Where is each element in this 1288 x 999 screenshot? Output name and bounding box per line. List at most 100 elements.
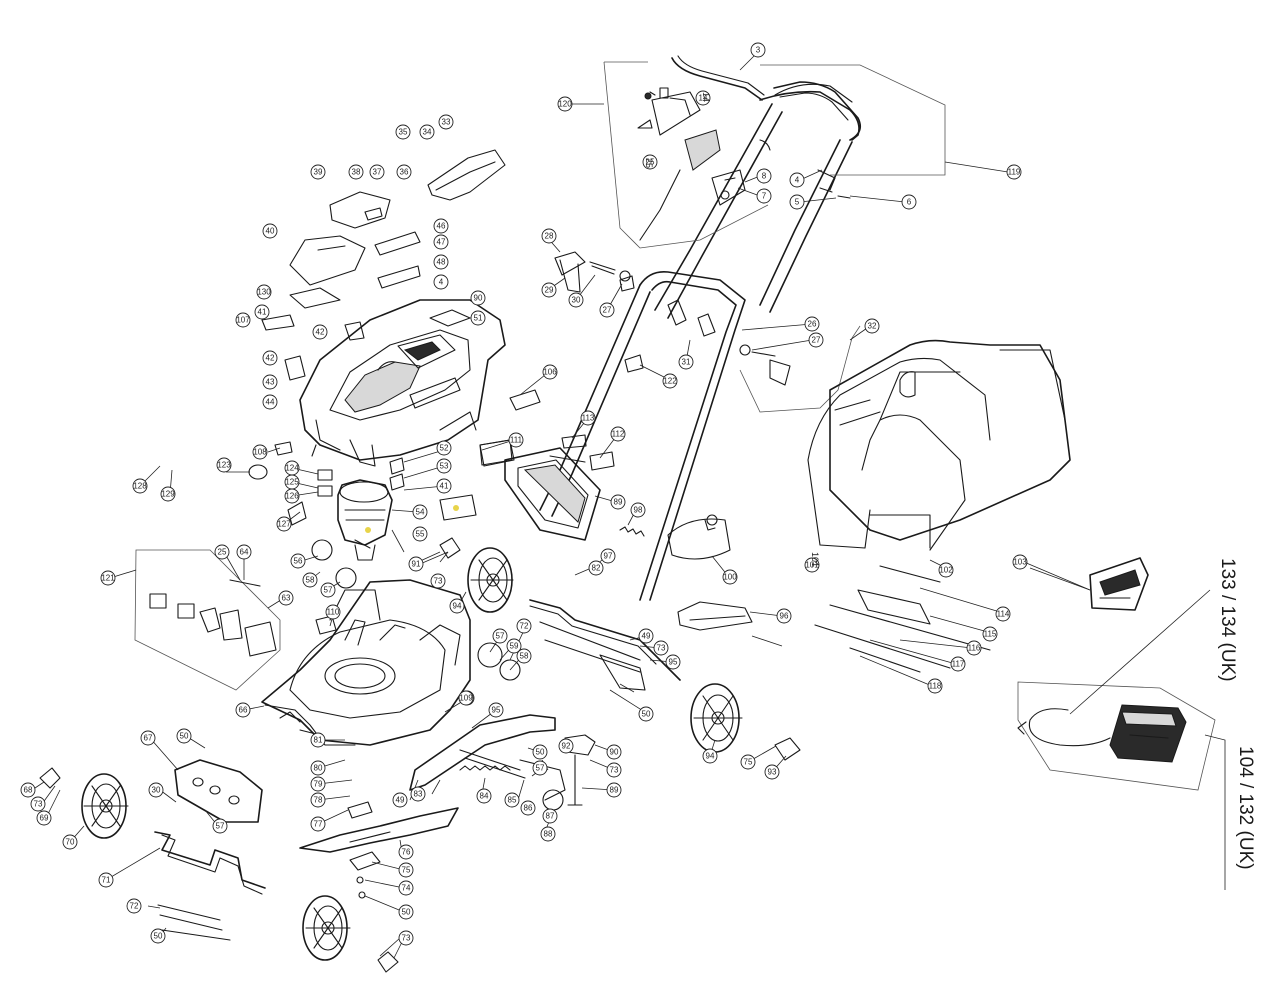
part-callout-42: 42	[262, 350, 278, 366]
wheel-rear-left	[467, 547, 514, 613]
charger-part-label: 133 / 134 (UK)	[1217, 558, 1238, 682]
part-callout-89: 89	[606, 782, 622, 798]
part-number-text: 42	[316, 328, 325, 337]
part-number-text: 8	[762, 172, 767, 181]
part-callout-33: 33	[438, 114, 454, 130]
part-callout-91: 91	[408, 556, 424, 572]
part-callout-115: 115	[982, 626, 998, 642]
part-callout-57: 57	[320, 582, 336, 598]
part-number-text: 89	[614, 498, 623, 507]
part-callout-64: 64	[236, 544, 252, 560]
part-number-text: 125	[285, 478, 299, 487]
height-lever	[409, 714, 596, 811]
part-callout-35: 35	[395, 124, 411, 140]
part-number-text: 123	[217, 461, 231, 470]
part-callout-122: 122	[662, 373, 678, 389]
part-number-text: 84	[480, 792, 489, 801]
part-callout-27: 27	[599, 302, 615, 318]
part-number-text: 88	[544, 830, 553, 839]
part-number-text: 32	[868, 322, 877, 331]
part-number-text: 126	[285, 492, 299, 501]
part-callout-86: 86	[520, 800, 536, 816]
part-callout-116: 116	[966, 640, 982, 656]
part-callout-89: 89	[610, 494, 626, 510]
part-callout-123: 123	[216, 457, 232, 473]
part-number-text: 59	[510, 642, 519, 651]
small-cover-parts	[261, 231, 541, 411]
part-callout-93: 93	[764, 764, 780, 780]
part-callout-4: 4	[789, 172, 805, 188]
part-number-text: 47	[437, 238, 446, 247]
part-number-text: 91	[412, 560, 421, 569]
part-callout-126: 126	[284, 488, 300, 504]
part-number-text: 94	[706, 752, 715, 761]
charger	[1017, 704, 1187, 763]
part-number-text: 51	[474, 314, 483, 323]
part-callout-49: 49	[392, 792, 408, 808]
part-number-text: 93	[768, 768, 777, 777]
part-number-text: 73	[434, 577, 443, 586]
part-number-text: 115	[984, 630, 997, 639]
part-callout-57: 57	[532, 760, 548, 776]
part-callout-67: 67	[140, 730, 156, 746]
part-callout-38: 38	[348, 164, 364, 180]
part-number-text: 27	[603, 306, 612, 315]
part-callout-4: 4	[433, 274, 449, 290]
part-callout-108: 108	[252, 444, 268, 460]
part-callout-30: 30	[148, 782, 164, 798]
part-callout-112: 112	[610, 426, 626, 442]
part-number-text: 58	[520, 652, 529, 661]
part-callout-36: 36	[396, 164, 412, 180]
part-callout-50: 50	[150, 928, 166, 944]
part-number-text: 50	[154, 932, 163, 941]
part-callout-73: 73	[30, 796, 46, 812]
part-number-text: 75	[744, 758, 753, 767]
part-callout-117: 117	[950, 656, 966, 672]
part-number-text: 52	[440, 444, 449, 453]
part-number-text: 128	[133, 482, 147, 491]
part-callout-69: 69	[36, 810, 52, 826]
part-number-text: 114	[997, 610, 1010, 619]
part-callout-95: 95	[488, 702, 504, 718]
rear-axle	[529, 599, 681, 691]
part-number-text: 77	[314, 820, 323, 829]
part-callout-63: 63	[278, 590, 294, 606]
bag-number-label: 101	[810, 552, 820, 567]
part-number-text: 72	[520, 622, 529, 631]
part-callout-50: 50	[176, 728, 192, 744]
part-number-text: 70	[66, 838, 75, 847]
part-callout-77: 77	[310, 816, 326, 832]
part-callout-100: 100	[722, 569, 738, 585]
part-callout-44: 44	[262, 394, 278, 410]
part-number-text: 34	[423, 128, 432, 137]
part-callout-42: 42	[312, 324, 328, 340]
part-number-text: 121	[101, 574, 115, 583]
part-number-text: 79	[314, 780, 323, 789]
wheel-rear-right	[690, 683, 743, 753]
part-number-text: 57	[536, 764, 545, 773]
part-number-text: 90	[474, 294, 483, 303]
part-number-text: 101	[805, 561, 819, 570]
part-number-text: 46	[437, 222, 446, 231]
part-number-text: 74	[402, 884, 411, 893]
part-number-text: 97	[604, 552, 613, 561]
part-callout-73: 73	[653, 640, 669, 656]
part-number-text: 124	[285, 464, 299, 473]
part-callout-68: 68	[20, 782, 36, 798]
part-callout-39: 39	[310, 164, 326, 180]
part-callout-94: 94	[449, 598, 465, 614]
part-callout-81: 81	[310, 732, 326, 748]
part-callout-46: 46	[433, 218, 449, 234]
blade	[299, 801, 459, 899]
part-number-text: 122	[663, 377, 677, 386]
part-number-text: 64	[240, 548, 249, 557]
part-callout-50: 50	[638, 706, 654, 722]
part-number-text: 130	[257, 288, 271, 297]
part-number-text: 120	[558, 100, 572, 109]
part-callout-8: 8	[756, 168, 772, 184]
part-callout-120: 120	[557, 96, 573, 112]
part-callout-90: 90	[606, 744, 622, 760]
part-number-text: 57	[216, 822, 225, 831]
battery-part-label: 104 / 132 (UK)	[1235, 746, 1256, 870]
part-number-text: 14	[699, 94, 708, 103]
